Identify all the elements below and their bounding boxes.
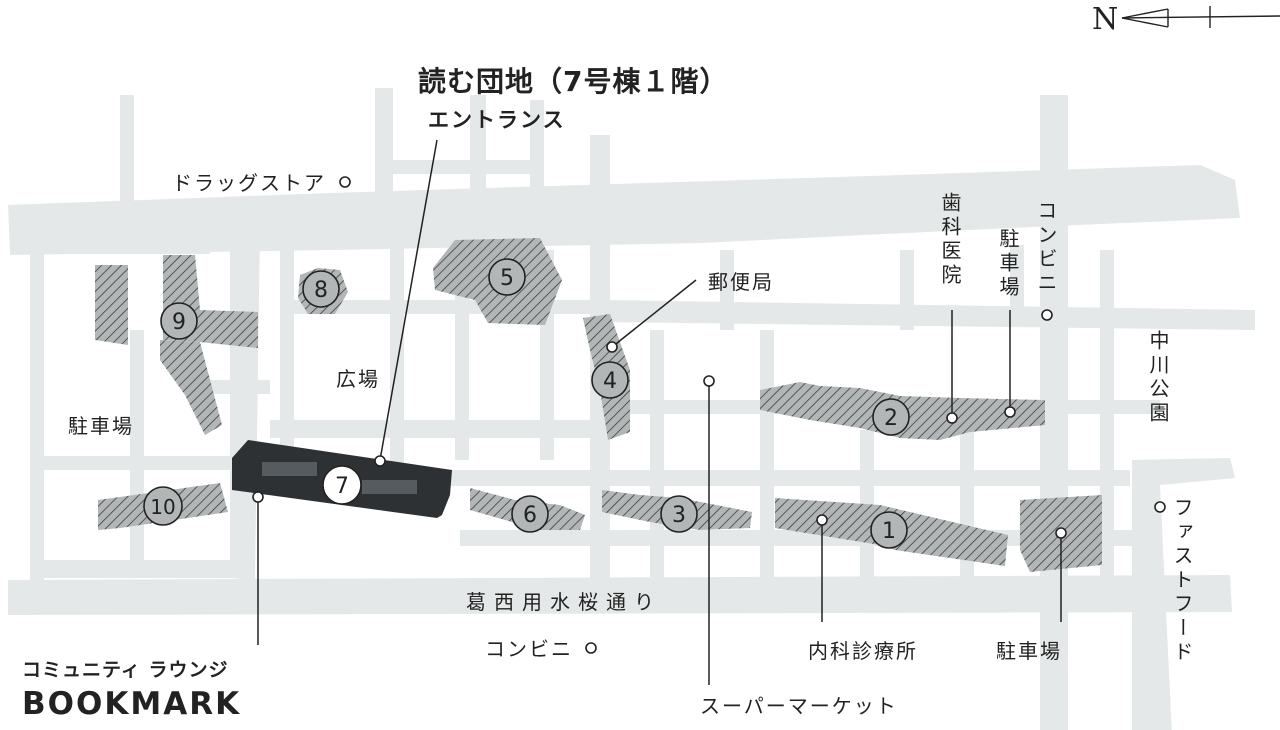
building-marker-7[interactable]: 7 [322, 465, 362, 505]
marker-dental [946, 412, 958, 424]
marker-supermarket [703, 375, 715, 387]
road [600, 300, 1255, 330]
marker-fast-food [1154, 501, 1166, 513]
building-number: 6 [523, 503, 537, 528]
building-marker-5[interactable]: 5 [488, 258, 526, 296]
entrance-label: エントランス [428, 108, 566, 132]
road [270, 420, 590, 438]
north-arrow-icon [1121, 6, 1280, 28]
leader-lines [257, 139, 1062, 685]
building-number: 3 [672, 503, 686, 528]
building-marker-8[interactable]: 8 [302, 270, 340, 308]
nakagawa-park-label[interactable]: 中川公園 [1146, 330, 1170, 426]
marker-parking-north [1004, 406, 1016, 418]
supermarket-label[interactable]: スーパーマーケット [700, 694, 898, 718]
building-number: 7 [335, 474, 349, 499]
parking-west-label[interactable]: 駐車場 [68, 414, 134, 438]
lounge-name-label: BOOKMARK [22, 686, 242, 722]
marker-convenience-south [585, 642, 597, 654]
marker-lounge [252, 491, 264, 503]
building-number: 1 [882, 519, 896, 544]
convenience-north-label[interactable]: コンビニ [1034, 200, 1058, 296]
plaza-label: 広場 [336, 367, 380, 391]
building-number: 10 [150, 495, 175, 519]
marker-post-office [606, 341, 618, 353]
building-7-window [262, 462, 317, 476]
post-office-label[interactable]: 郵便局 [708, 270, 774, 294]
internal-clinic-label[interactable]: 内科診療所 [808, 639, 918, 663]
main-road [8, 165, 1240, 255]
road [760, 330, 774, 580]
road [390, 230, 404, 480]
building-number: 2 [884, 406, 898, 431]
building-marker-10[interactable]: 10 [143, 486, 183, 526]
north-label: N [1092, 2, 1119, 37]
building-west [95, 265, 128, 345]
convenience-south-label[interactable]: コンビニ [485, 637, 573, 661]
marker-parking-east [1055, 527, 1067, 539]
east-road [1132, 458, 1235, 730]
drugstore-label[interactable]: ドラッグストア [172, 171, 326, 195]
page-title: 読む団地（7号棟１階） [418, 65, 729, 98]
building-marker-2[interactable]: 2 [872, 398, 910, 436]
road [230, 220, 260, 580]
road [120, 95, 134, 210]
road [720, 250, 734, 330]
road [450, 470, 1130, 486]
dental-clinic-label[interactable]: 歯科医院 [938, 192, 962, 288]
marker-dots [252, 176, 1166, 654]
building-9b [160, 340, 222, 435]
building-marker-9[interactable]: 9 [160, 302, 198, 340]
road [650, 330, 664, 580]
road [375, 88, 393, 208]
road [1100, 250, 1114, 580]
leader-entrance [379, 139, 438, 461]
road [1010, 245, 1024, 325]
road [130, 330, 144, 570]
building-number: 5 [500, 266, 514, 291]
building-marker-6[interactable]: 6 [511, 495, 549, 533]
fast-food-label[interactable]: ファストフード [1170, 497, 1194, 665]
marker-entrance [374, 455, 386, 467]
parking-north-label[interactable]: 駐車場 [996, 228, 1020, 300]
building-marker-1[interactable]: 1 [870, 511, 908, 549]
marker-drugstore [339, 176, 351, 188]
road [60, 240, 210, 254]
road [280, 230, 294, 480]
parking-east-label[interactable]: 駐車場 [996, 639, 1062, 663]
canal-road [8, 575, 1232, 615]
building-number: 9 [172, 310, 186, 335]
building-marker-3[interactable]: 3 [660, 495, 698, 533]
building-number: 4 [603, 369, 617, 394]
building-number: 8 [314, 278, 328, 303]
building-number-circles: 1 2 3 4 5 6 7 8 [143, 258, 910, 549]
street-name-label: 葛西用水桜通り [466, 590, 662, 614]
marker-convenience-north [1041, 309, 1053, 321]
building-marker-4[interactable]: 4 [591, 361, 629, 399]
road [900, 250, 914, 330]
leader-post-office [611, 279, 697, 348]
lounge-sub-label: コミュニティ ラウンジ [22, 659, 229, 681]
building-7-window [362, 480, 417, 494]
marker-internal [816, 514, 828, 526]
road [382, 160, 542, 174]
road [30, 230, 44, 590]
road [200, 380, 270, 394]
